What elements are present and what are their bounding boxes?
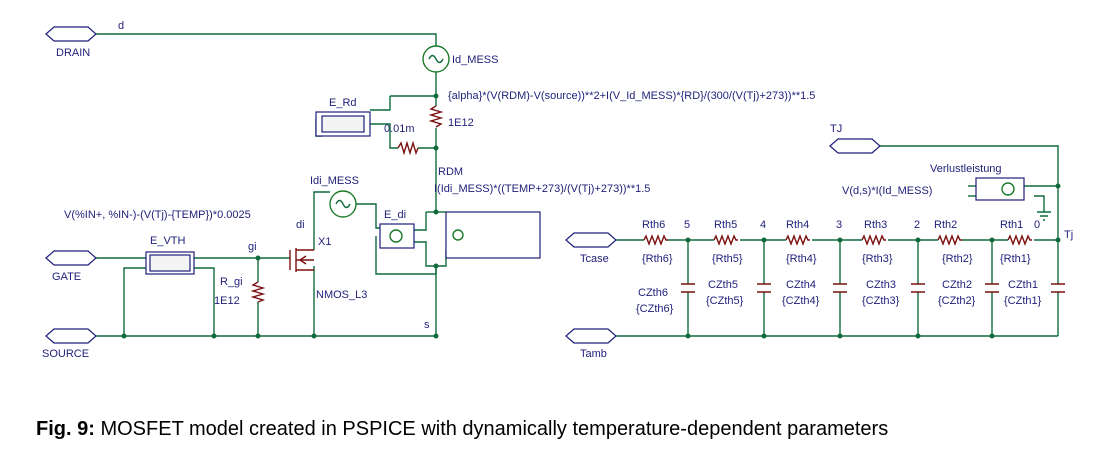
power-expression: V(d,s)*I(Id_MESS) xyxy=(842,185,932,197)
czth5-capacitor: CZth5 {CZth5} xyxy=(706,279,771,307)
czth2-capacitor: CZth2 {CZth2} xyxy=(938,279,999,307)
net-5: 5 xyxy=(684,219,690,231)
czth2-value: {CZth2} xyxy=(938,295,976,307)
port-tamb-label: Tamb xyxy=(580,348,607,360)
e-rd-label: E_Rd xyxy=(329,97,357,109)
czth3-value: {CZth3} xyxy=(862,295,900,307)
resistor-0p01m: 0.01m xyxy=(384,123,419,156)
rth3-label: Rth3 xyxy=(864,219,887,231)
port-tamb: Tamb xyxy=(565,328,617,360)
vth-expression: V(%IN+, %IN-)-(V(Tj)-{TEMP})*0.0025 xyxy=(64,209,251,221)
czth4-capacitor: CZth4 {CZth4} xyxy=(782,279,847,307)
czth1-capacitor: CZth1 {CZth1} xyxy=(1004,279,1065,307)
net-rdm: RDM xyxy=(438,166,463,178)
resistor-r-gi: R_gi 1E12 xyxy=(214,276,266,307)
port-source: SOURCE xyxy=(42,328,97,360)
id-mess-meter: Id_MESS xyxy=(422,45,498,73)
rth3-value: {Rth3} xyxy=(862,253,893,265)
port-tj-label: TJ xyxy=(830,123,842,135)
power-source: Verlustleistung V(d,s)*I(Id_MESS) xyxy=(842,163,1025,201)
net-labels: d gi di s RDM Tj 5 4 3 2 0 xyxy=(118,20,1073,331)
r-gi-label: R_gi xyxy=(220,276,243,288)
expressions: {alpha}*(V(RDM)-V(source))**2+I(V_Id_MES… xyxy=(64,90,815,221)
net-di: di xyxy=(296,219,305,231)
idi-expression: I(Idi_MESS)*((TEMP+273)/(V(Tj)+273))**1.… xyxy=(434,183,650,195)
junctions xyxy=(121,93,1061,339)
resistor-1e12: 1E12 xyxy=(428,105,474,129)
rth1-value: {Rth1} xyxy=(1000,253,1031,265)
x1-label: X1 xyxy=(318,236,331,248)
port-drain: DRAIN xyxy=(45,26,97,59)
e-di-label: E_di xyxy=(384,209,406,221)
rth6-resistor: Rth6 {Rth6} xyxy=(642,219,673,265)
czth6-label: CZth6 xyxy=(638,287,668,299)
czth3-capacitor: CZth3 {CZth3} xyxy=(862,279,925,307)
mosfet-x1: X1 NMOS_L3 xyxy=(289,236,367,301)
czth5-label: CZth5 xyxy=(708,279,738,291)
port-tcase: Tcase xyxy=(565,232,617,265)
e-vth-source: E_VTH xyxy=(145,235,195,275)
port-tcase-label: Tcase xyxy=(580,253,609,265)
net-gi: gi xyxy=(248,241,257,253)
resistor-1e12-value: 1E12 xyxy=(448,117,474,129)
net-0: 0 xyxy=(1034,219,1040,231)
czth1-value: {CZth1} xyxy=(1004,295,1042,307)
id-mess-label: Id_MESS xyxy=(452,54,498,66)
port-gate-label: GATE xyxy=(52,271,81,283)
idi-mess-meter: Idi_MESS xyxy=(310,175,359,218)
nmos-label: NMOS_L3 xyxy=(316,289,367,301)
rth2-resistor: Rth2 {Rth2} xyxy=(934,219,973,265)
rth5-resistor: Rth5 {Rth5} xyxy=(712,219,743,265)
resistor-0p01m-value: 0.01m xyxy=(384,123,415,135)
rth4-resistor: Rth4 {Rth4} xyxy=(785,219,817,265)
e-di-source: E_di xyxy=(379,209,415,249)
rth6-label: Rth6 xyxy=(642,219,665,231)
rth3-resistor: Rth3 {Rth3} xyxy=(861,219,893,265)
wires xyxy=(96,33,1059,337)
port-source-label: SOURCE xyxy=(42,348,89,360)
rth2-value: {Rth2} xyxy=(942,253,973,265)
caption-text: MOSFET model created in PSPICE with dyna… xyxy=(100,418,889,440)
rth4-value: {Rth4} xyxy=(786,253,817,265)
figure-caption: Fig. 9: MOSFET model created in PSPICE w… xyxy=(36,418,888,441)
czth6-capacitor: CZth6 {CZth6} xyxy=(636,283,695,315)
net-2: 2 xyxy=(914,219,920,231)
czth4-value: {CZth4} xyxy=(782,295,820,307)
net-d: d xyxy=(118,20,124,32)
port-drain-label: DRAIN xyxy=(56,47,90,59)
czth6-value: {CZth6} xyxy=(636,303,674,315)
czth1-label: CZth1 xyxy=(1008,279,1038,291)
rd-expression: {alpha}*(V(RDM)-V(source))**2+I(V_Id_MES… xyxy=(448,90,815,102)
rth1-label: Rth1 xyxy=(1000,219,1023,231)
e-vth-label: E_VTH xyxy=(150,235,186,247)
net-3: 3 xyxy=(836,219,842,231)
g-current-source xyxy=(445,211,541,259)
r-gi-value: 1E12 xyxy=(214,295,240,307)
net-s: s xyxy=(424,319,430,331)
port-tj: TJ xyxy=(829,123,881,154)
rth5-label: Rth5 xyxy=(714,219,737,231)
rth2-label: Rth2 xyxy=(934,219,957,231)
czth3-label: CZth3 xyxy=(866,279,896,291)
ground-symbol xyxy=(1037,211,1051,221)
thermal-network: Rth6 {Rth6} Rth5 {Rth5} Rth4 {Rth4} Rth3… xyxy=(636,219,1065,315)
rth1-resistor: Rth1 {Rth1} xyxy=(1000,219,1032,265)
czth5-value: {CZth5} xyxy=(706,295,744,307)
power-source-label: Verlustleistung xyxy=(930,163,1002,175)
schematic-diagram: DRAIN GATE SOURCE Tcase Tamb TJ Id_MESS … xyxy=(42,20,1073,360)
e-rd-source: E_Rd xyxy=(315,97,371,137)
port-gate: GATE xyxy=(45,250,97,283)
rth5-value: {Rth5} xyxy=(712,253,743,265)
net-tj: Tj xyxy=(1064,229,1073,241)
czth2-label: CZth2 xyxy=(942,279,972,291)
net-4: 4 xyxy=(760,219,766,231)
caption-prefix: Fig. 9: xyxy=(36,418,95,440)
rth4-label: Rth4 xyxy=(786,219,809,231)
idi-mess-label: Idi_MESS xyxy=(310,175,359,187)
rth6-value: {Rth6} xyxy=(642,253,673,265)
czth4-label: CZth4 xyxy=(786,279,816,291)
